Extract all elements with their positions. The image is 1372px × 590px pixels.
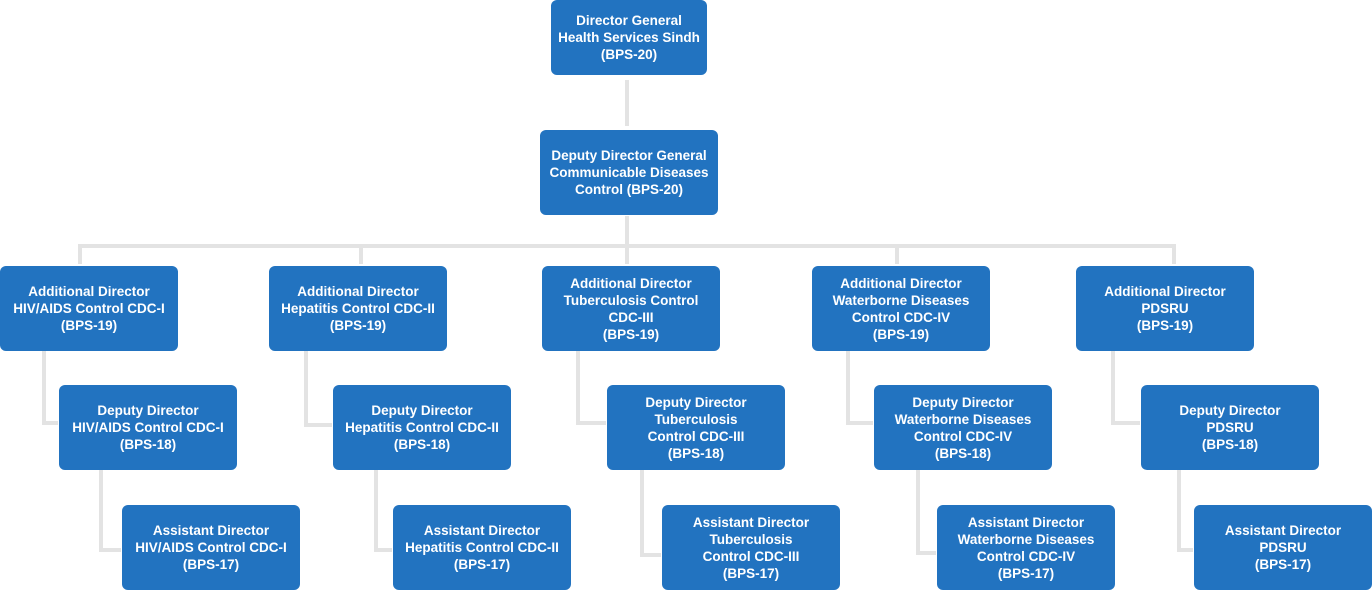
connector-dep-asst-3 [640, 469, 661, 557]
node-line: Health Services Sindh [558, 30, 700, 45]
node-line: (BPS-19) [329, 318, 387, 333]
node-line: Communicable Diseases [549, 165, 709, 180]
connector-dep-asst-1 [99, 469, 121, 552]
node-line: Control CDC-IV [913, 428, 1013, 444]
node-line: (BPS-20) [600, 47, 658, 62]
node-line: (BPS-17) [453, 557, 511, 572]
node-line: Deputy Director General [551, 148, 707, 163]
node-line: Assistant Director [692, 514, 810, 530]
assistant-director-pdsru-box: Assistant Director PDSRU (BPS-17) [1194, 505, 1372, 590]
node-line: Deputy Director [645, 394, 747, 410]
connector-dep-asst-5 [1177, 469, 1193, 552]
additional-director-pdsru-box: Additional Director PDSRU (BPS-19) [1076, 266, 1254, 351]
node-line: Control CDC-IV [976, 548, 1076, 564]
node-line: (BPS-17) [182, 557, 240, 572]
node-line: PDSRU [1141, 301, 1189, 316]
node-line: (BPS-18) [119, 437, 177, 452]
additional-director-hiv-box: Additional Director HIV/AIDS Control CDC… [0, 266, 178, 351]
node-line: Director General [576, 13, 682, 28]
node-line: Tuberculosis [654, 411, 738, 427]
node-line: PDSRU [1206, 420, 1254, 435]
node-line: Deputy Director [912, 394, 1014, 410]
additional-director-tuberculosis-box: Additional Director Tuberculosis Control… [542, 266, 720, 351]
node-line: Control (BPS-20) [575, 182, 683, 197]
node-line: HIV/AIDS Control CDC-I [72, 420, 224, 435]
node-line: Assistant Director [967, 514, 1085, 530]
node-line: Deputy Director [371, 403, 473, 418]
assistant-director-hiv-box: Assistant Director HIV/AIDS Control CDC-… [122, 505, 300, 590]
node-line: (BPS-19) [1136, 318, 1194, 333]
node-line: Control CDC-III [702, 548, 800, 564]
deputy-director-tuberculosis-box: Deputy Director Tuberculosis Control CDC… [607, 385, 785, 470]
deputy-director-pdsru-box: Deputy Director PDSRU (BPS-18) [1141, 385, 1319, 470]
node-line: Assistant Director [1224, 523, 1342, 538]
node-line: (BPS-19) [872, 326, 930, 342]
node-line: (BPS-19) [602, 326, 660, 342]
node-line: Additional Director [840, 275, 962, 291]
director-general-box: Director General Health Services Sindh (… [551, 0, 707, 75]
node-line: Deputy Director [97, 403, 199, 418]
node-line: (BPS-17) [1254, 557, 1312, 572]
node-line: Tuberculosis [709, 531, 793, 547]
node-line: Additional Director [297, 284, 419, 299]
node-line: (BPS-17) [997, 565, 1055, 581]
node-line: (BPS-19) [60, 318, 118, 333]
additional-director-hepatitis-box: Additional Director Hepatitis Control CD… [269, 266, 447, 351]
assistant-director-waterborne-box: Assistant Director Waterborne Diseases C… [937, 505, 1115, 590]
node-line: Deputy Director [1179, 403, 1281, 418]
node-line: Assistant Director [423, 523, 541, 538]
node-line: Assistant Director [152, 523, 270, 538]
node-line: Additional Director [570, 275, 692, 291]
node-line: (BPS-18) [667, 445, 725, 461]
connector-dep-asst-4 [916, 469, 936, 555]
node-line: Hepatitis Control CDC-II [405, 540, 559, 555]
node-line: Control CDC-III [647, 428, 745, 444]
assistant-director-tuberculosis-box: Assistant Director Tuberculosis Control … [662, 505, 840, 590]
node-line: Hepatitis Control CDC-II [345, 420, 499, 435]
node-line: CDC-III [608, 309, 654, 325]
node-line: Waterborne Diseases [957, 531, 1095, 547]
deputy-director-general-box: Deputy Director General Communicable Dis… [540, 130, 718, 215]
node-line: Control CDC-IV [851, 309, 951, 325]
node-line: Hepatitis Control CDC-II [281, 301, 435, 316]
node-line: (BPS-17) [722, 565, 780, 581]
node-line: Waterborne Diseases [832, 292, 970, 308]
node-line: (BPS-18) [393, 437, 451, 452]
connector-add-dep-5 [1111, 350, 1140, 425]
node-line: (BPS-18) [1201, 437, 1259, 452]
deputy-director-waterborne-box: Deputy Director Waterborne Diseases Cont… [874, 385, 1052, 470]
deputy-director-hiv-box: Deputy Director HIV/AIDS Control CDC-I (… [59, 385, 237, 470]
node-line: HIV/AIDS Control CDC-I [13, 301, 165, 316]
additional-director-waterborne-box: Additional Director Waterborne Diseases … [812, 266, 990, 351]
connector-add-dep-2 [304, 350, 332, 427]
node-line: Additional Director [28, 284, 150, 299]
deputy-director-hepatitis-box: Deputy Director Hepatitis Control CDC-II… [333, 385, 511, 470]
node-line: HIV/AIDS Control CDC-I [135, 540, 287, 555]
connector-add-dep-3 [576, 350, 606, 425]
connector-add-dep-1 [42, 350, 58, 425]
connector-add-dep-4 [846, 350, 873, 425]
node-line: Waterborne Diseases [894, 411, 1032, 427]
node-line: Tuberculosis Control [563, 292, 699, 308]
node-line: (BPS-18) [934, 445, 992, 461]
assistant-director-hepatitis-box: Assistant Director Hepatitis Control CDC… [393, 505, 571, 590]
node-line: PDSRU [1259, 540, 1307, 555]
node-line: Additional Director [1104, 284, 1226, 299]
connector-dep-asst-2 [374, 469, 392, 552]
